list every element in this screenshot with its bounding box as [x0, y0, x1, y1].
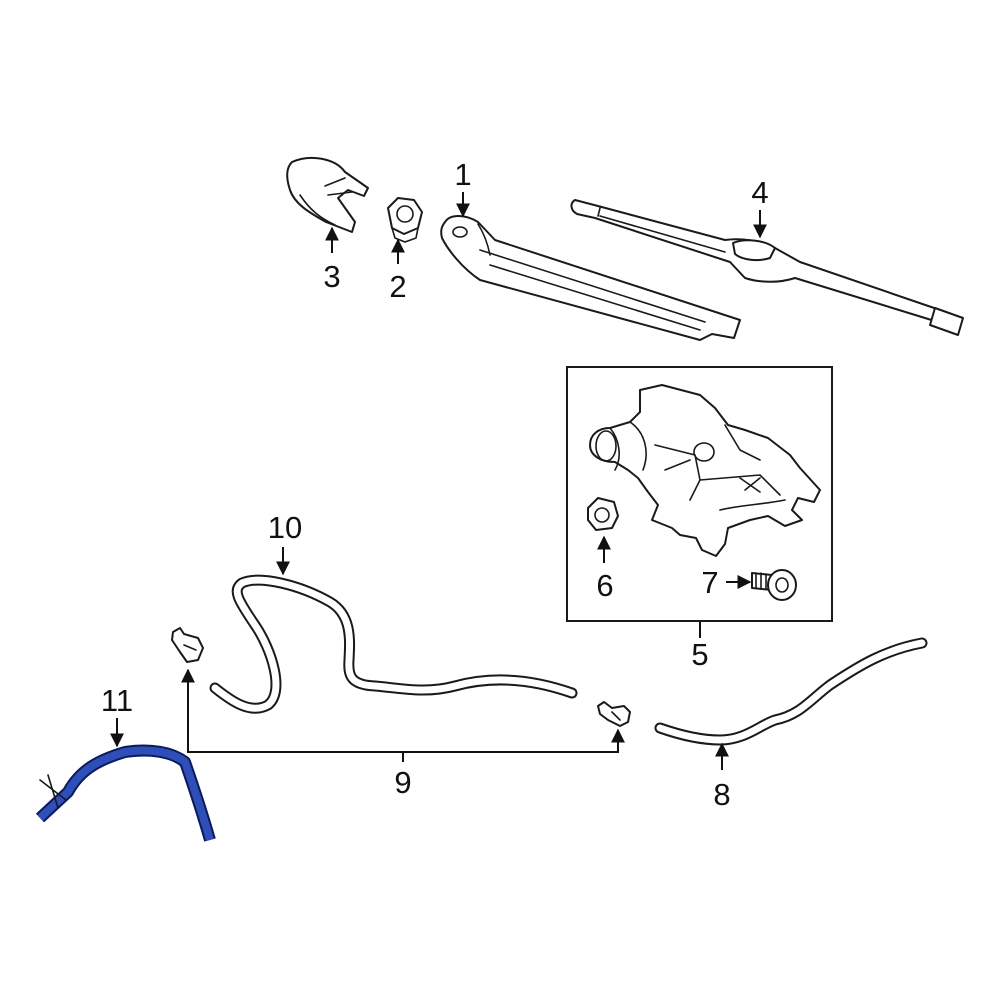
hose-part-8[interactable]: [654, 637, 928, 746]
callout-7[interactable]: 7: [701, 565, 718, 600]
wiper-motor-part[interactable]: [589, 384, 821, 557]
nut-part-2[interactable]: [387, 197, 423, 243]
callout-9[interactable]: 9: [394, 765, 411, 800]
connector-left[interactable]: [171, 627, 204, 663]
callout-8[interactable]: 8: [713, 777, 730, 812]
connector-right[interactable]: [597, 701, 631, 727]
bolt-part-7[interactable]: [751, 569, 797, 601]
callout-3[interactable]: 3: [323, 259, 340, 294]
callout-5[interactable]: 5: [691, 637, 708, 672]
wiper-blade-part[interactable]: [570, 199, 964, 336]
callout-6[interactable]: 6: [596, 568, 613, 603]
arm-cap-part[interactable]: [286, 156, 369, 233]
callout-10[interactable]: 10: [268, 510, 302, 545]
callout-11[interactable]: 11: [101, 683, 133, 718]
callout-2[interactable]: 2: [389, 269, 406, 304]
hose-part-11[interactable]: [35, 744, 216, 842]
nut-part-6[interactable]: [587, 497, 619, 531]
callout-1[interactable]: 1: [454, 157, 471, 192]
hose-part-10[interactable]: [209, 574, 578, 714]
callout-4[interactable]: 4: [751, 175, 768, 210]
motor-kit-box: [566, 366, 833, 622]
